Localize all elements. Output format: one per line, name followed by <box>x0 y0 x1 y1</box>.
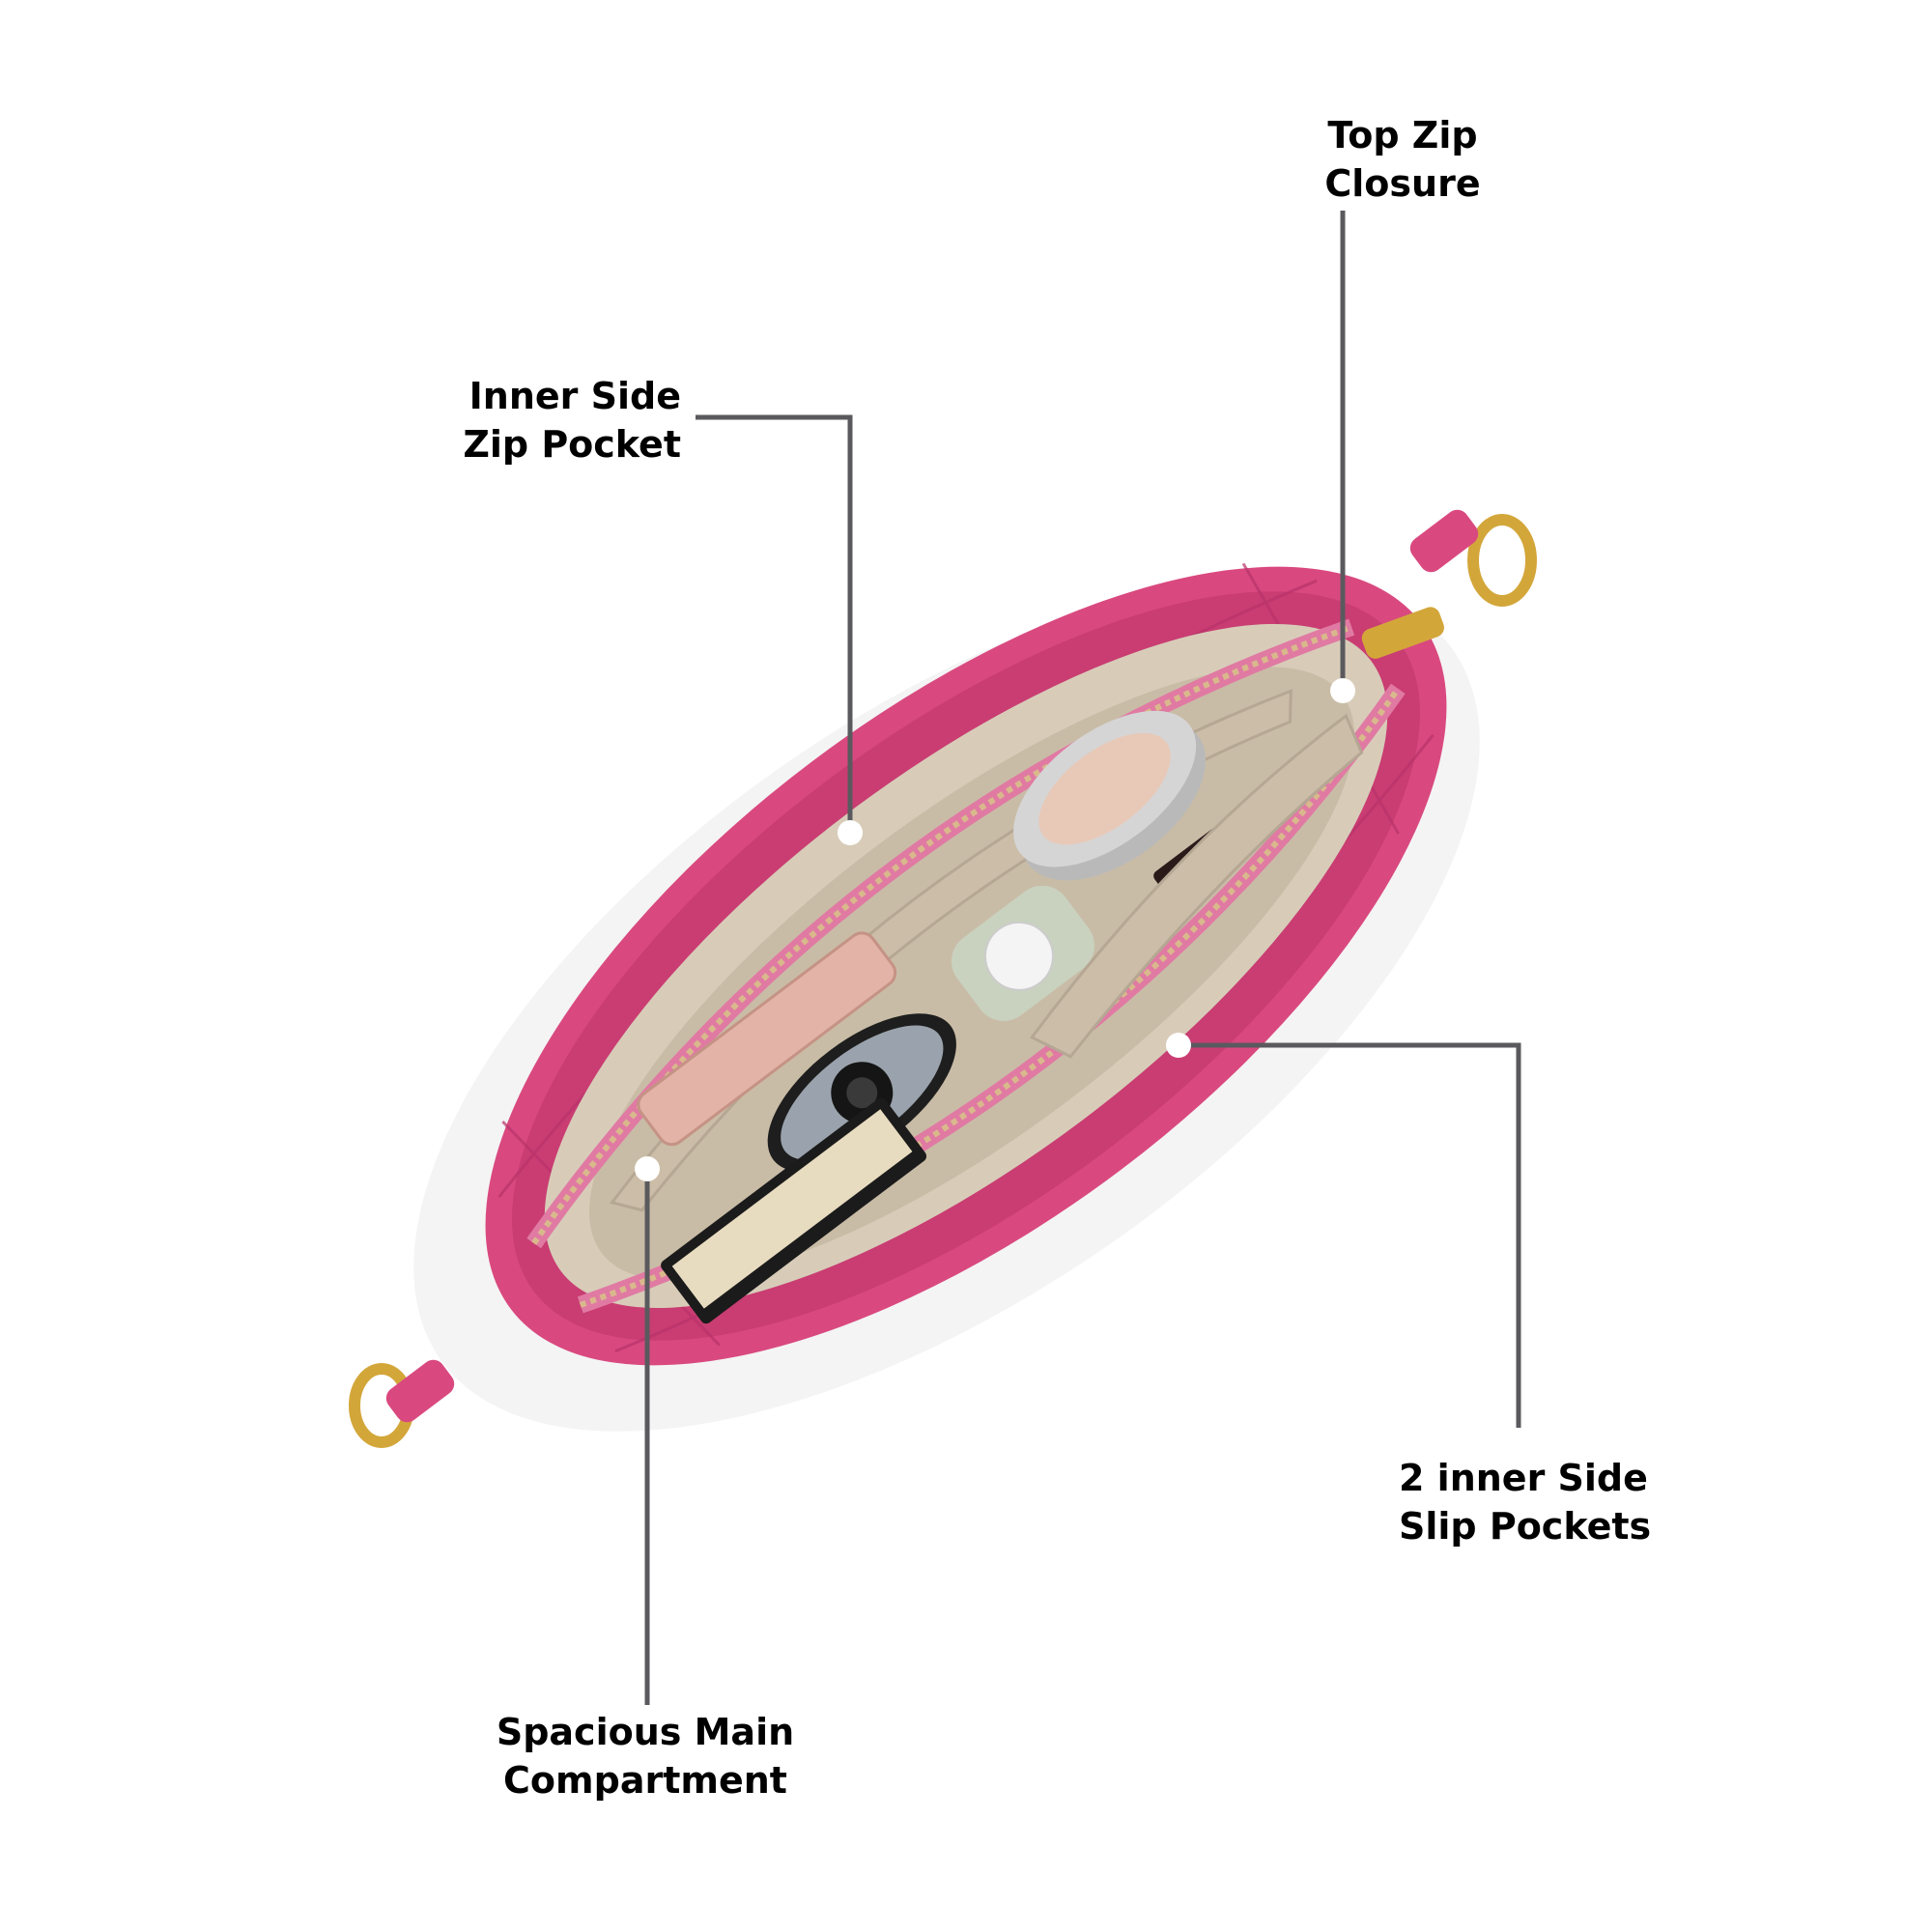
label-top-zip-line1: Top Zip <box>1327 114 1478 156</box>
phone <box>637 931 897 1147</box>
bag-body <box>485 562 1447 1366</box>
top-zipper-teeth <box>531 624 1353 1245</box>
zipper-pull <box>1361 607 1444 659</box>
perfume-bottle <box>951 885 1094 1021</box>
label-inner-side-slip-pockets: 2 inner Side Slip Pockets <box>1399 1454 1651 1550</box>
leader-inner-zip-pocket <box>696 414 853 833</box>
marker-dots <box>635 678 1355 1181</box>
d-ring-right <box>1409 509 1537 607</box>
label-top-zip-line2: Closure <box>1324 162 1481 205</box>
marker-dot-inner-zip-pocket <box>838 820 863 845</box>
label-slip-pockets-line1: 2 inner Side <box>1399 1457 1648 1499</box>
label-inner-zip-line2: Zip Pocket <box>463 423 681 466</box>
marker-dot-main-compartment <box>635 1156 660 1181</box>
label-top-zip-closure: Top Zip Closure <box>1324 111 1480 208</box>
bottom-zipper-teeth <box>579 687 1401 1308</box>
notebook <box>661 1097 927 1324</box>
d-ring-left <box>349 1359 455 1448</box>
leader-lines <box>644 211 1521 1705</box>
label-main-line2: Compartment <box>503 1759 787 1802</box>
marker-dot-slip-pockets <box>1166 1033 1191 1058</box>
leader-slip-pockets <box>1179 1042 1521 1428</box>
marker-dot-top-zip <box>1330 678 1355 703</box>
label-spacious-main-compartment: Spacious Main Compartment <box>497 1708 794 1804</box>
label-slip-pockets-line2: Slip Pockets <box>1399 1505 1652 1548</box>
slip-pocket-panel <box>1029 713 1364 1059</box>
label-main-line1: Spacious Main <box>496 1711 795 1753</box>
tin-container <box>1013 710 1207 881</box>
label-inner-zip-line1: Inner Side <box>469 375 681 417</box>
label-inner-side-zip-pocket: Inner Side Zip Pocket <box>463 372 681 469</box>
